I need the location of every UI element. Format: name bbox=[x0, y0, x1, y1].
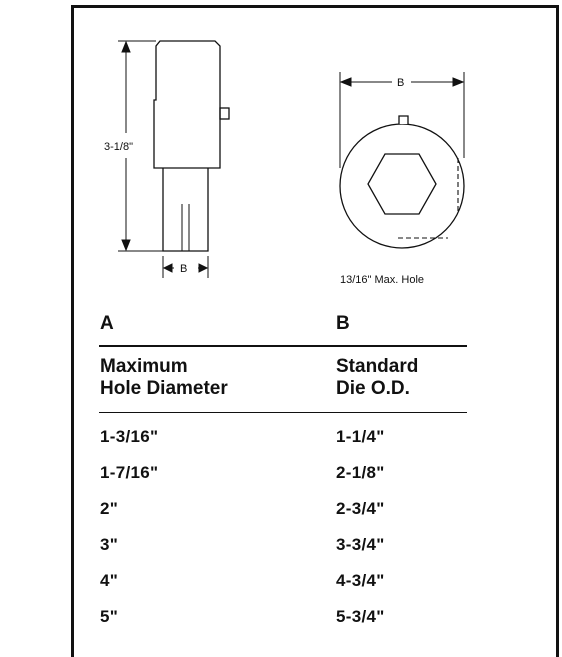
punch-body-outline bbox=[153, 40, 221, 169]
die-outer-circle bbox=[339, 123, 465, 249]
table-row-5-hole: 4" bbox=[100, 571, 119, 590]
header-rule bbox=[99, 345, 467, 347]
header-b-line-1: Standard bbox=[336, 356, 419, 377]
table-row-4-hole: 3" bbox=[100, 535, 119, 554]
header-a-line-2: Hole Diameter bbox=[100, 378, 228, 399]
table-row-1-od: 1-1/4" bbox=[336, 427, 385, 446]
frame-top-border bbox=[71, 5, 559, 8]
header-b-line-2: Die O.D. bbox=[336, 378, 410, 399]
table-row-6-od: 5-3/4" bbox=[336, 607, 385, 626]
table-row-5-od: 4-3/4" bbox=[336, 571, 385, 590]
frame-right-border bbox=[556, 5, 559, 657]
table-row-4-od: 3-3/4" bbox=[336, 535, 385, 554]
die-width-label: B bbox=[397, 77, 404, 89]
table-row-2-od: 2-1/8" bbox=[336, 463, 385, 482]
die-width-dimension bbox=[339, 72, 465, 168]
punch-length-label: 3-1/8" bbox=[104, 141, 133, 153]
table-row-3-hole: 2" bbox=[100, 499, 119, 518]
header-maximum-hole-diameter: Maximum Hole Diameter bbox=[100, 356, 270, 400]
technical-drawing: 3-1/8" B bbox=[74, 8, 556, 308]
punch-side-view bbox=[153, 40, 230, 252]
table-row-1-hole: 1-3/16" bbox=[100, 427, 159, 446]
punch-width-label: B bbox=[180, 263, 187, 275]
punch-shank bbox=[162, 168, 209, 252]
table-row-2-hole: 1-7/16" bbox=[100, 463, 159, 482]
header-bottom-rule bbox=[99, 412, 467, 413]
drawing-svg: 3-1/8" B bbox=[104, 40, 465, 286]
die-hex-hole bbox=[367, 153, 437, 215]
table-row-3-od: 2-3/4" bbox=[336, 499, 385, 518]
die-top-view bbox=[339, 115, 465, 249]
punch-key-nub bbox=[219, 107, 230, 120]
header-standard-die-od: Standard Die O.D. bbox=[336, 356, 466, 400]
punch-width-dimension bbox=[162, 256, 209, 278]
table-row-6-hole: 5" bbox=[100, 607, 119, 626]
header-a-line-1: Maximum bbox=[100, 356, 188, 377]
punch-notch bbox=[155, 40, 161, 47]
die-caption: 13/16" Max. Hole bbox=[340, 274, 424, 286]
column-letter-a: A bbox=[100, 313, 114, 334]
die-key-tab bbox=[398, 115, 409, 124]
punch-length-dimension bbox=[118, 40, 163, 252]
frame-left-border bbox=[71, 5, 74, 657]
die-dashed-flat bbox=[398, 158, 459, 239]
column-letter-b: B bbox=[336, 313, 350, 334]
